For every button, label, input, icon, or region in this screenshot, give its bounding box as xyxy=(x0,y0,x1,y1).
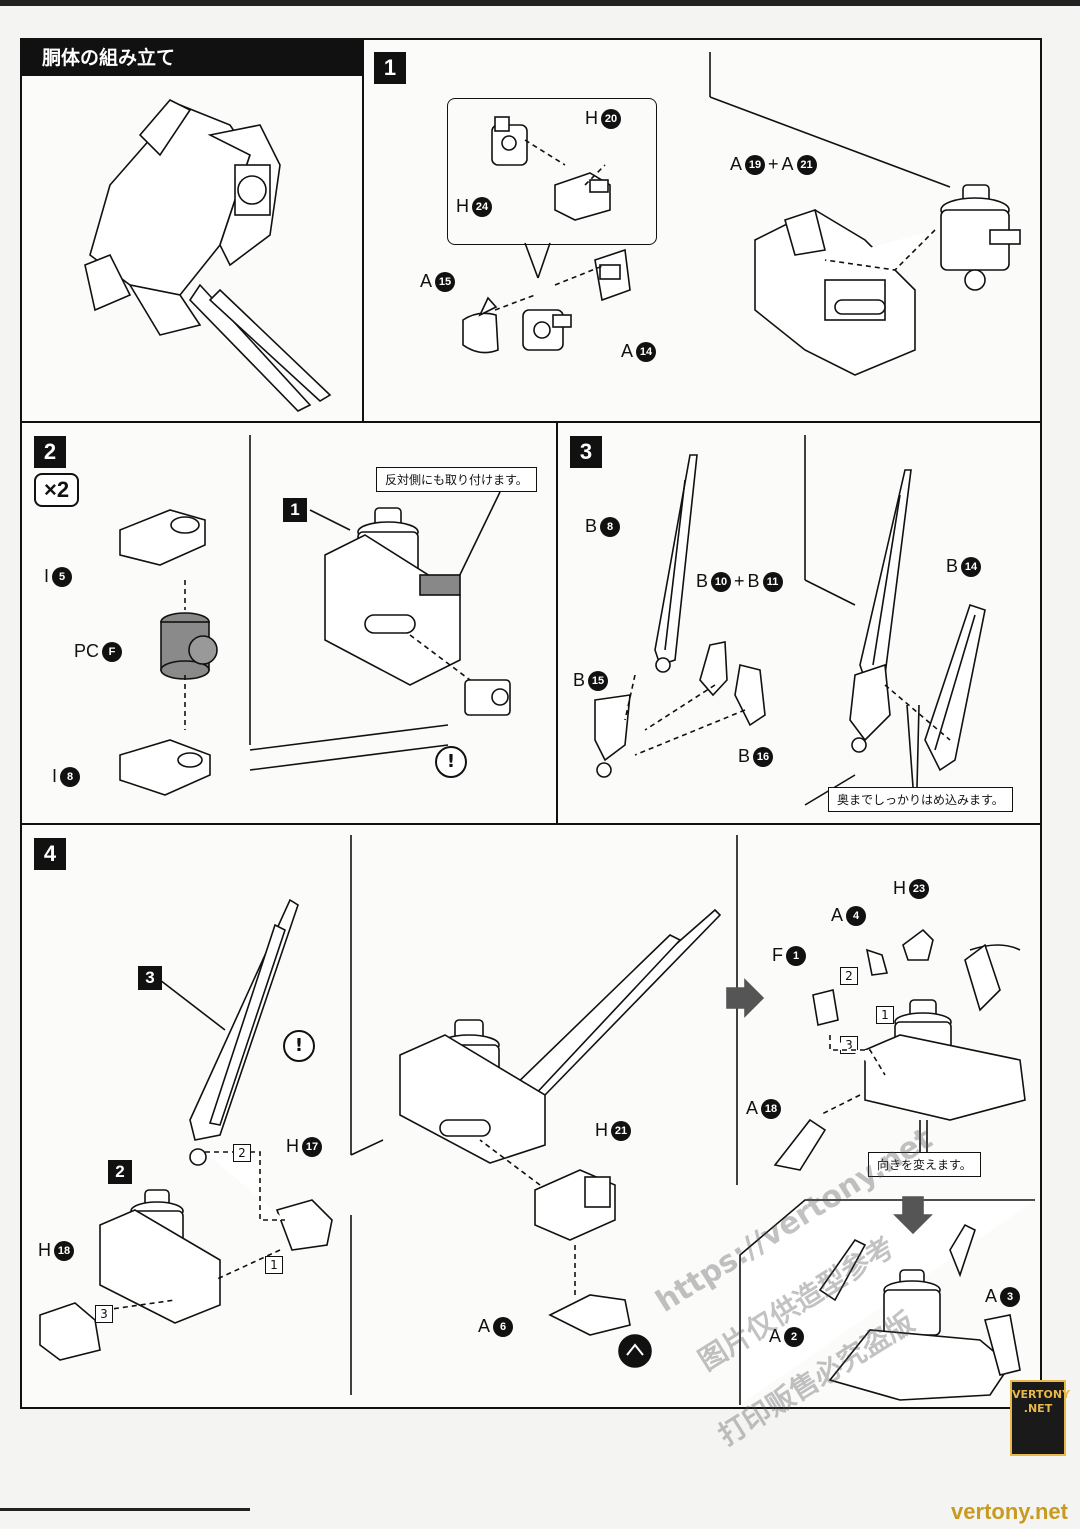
part-h20-icon xyxy=(554,172,611,221)
step1-panel xyxy=(362,38,1042,423)
note-push-fully: 奥までしっかりはめ込みます。 xyxy=(828,787,1013,812)
part-b15-icon xyxy=(594,694,631,778)
step4-dividers-right xyxy=(736,835,738,1185)
step1-assembly-arrows xyxy=(494,264,606,311)
final-assembly-illustration xyxy=(818,1223,1021,1401)
bottom-rule xyxy=(0,1508,250,1511)
part-h23-icon xyxy=(902,928,934,961)
part-a4-icon xyxy=(865,948,889,976)
step4-blade-illustration xyxy=(159,898,299,1166)
step1-inset-arrows xyxy=(524,139,606,186)
order-3: 3 xyxy=(95,1305,113,1323)
caution-icon: ! xyxy=(435,746,467,778)
step1-panel-divider xyxy=(709,52,951,188)
step2-arrows xyxy=(184,580,186,730)
step2-joint-insert xyxy=(409,634,511,716)
step4-right-arrows xyxy=(819,1035,886,1116)
order-2-right: 2 xyxy=(840,967,858,985)
part-h24-icon xyxy=(491,116,528,166)
ref-step3-blade: 3 xyxy=(138,966,162,990)
watermark-footer: vertony.net xyxy=(951,1499,1068,1524)
part-a15-icon xyxy=(462,296,499,354)
step4-right-assembly xyxy=(864,943,1026,1121)
step3-panel xyxy=(556,421,1042,825)
part-i8-icon xyxy=(119,739,211,796)
step4-body-illustration xyxy=(99,1189,221,1324)
next-arrow-down xyxy=(893,1196,933,1235)
step4-order-arrows xyxy=(104,1151,285,1311)
part-b10-b11-icon xyxy=(699,641,728,697)
note-change-direction-leader xyxy=(919,1120,928,1153)
part-b14-icon xyxy=(924,603,986,772)
order-1-right: 1 xyxy=(876,1006,894,1024)
step1-inset-pointer xyxy=(524,242,551,279)
step3-arrows xyxy=(624,674,746,756)
step1-frame-arrow xyxy=(824,229,936,271)
ref-step1-assembly: 1 xyxy=(283,498,307,522)
note-push-fully-leader xyxy=(906,704,920,788)
torso-overview-illustration xyxy=(84,99,332,412)
section-title: 胴体の組み立て xyxy=(22,40,362,76)
step1-joint-assembly-illustration xyxy=(940,184,1021,291)
step2-divider xyxy=(249,435,449,771)
part-a18-icon xyxy=(773,1118,827,1171)
part-b8-blade xyxy=(654,454,698,673)
step4-combined-illustration xyxy=(399,908,722,1164)
part-h17-icon xyxy=(275,1199,333,1251)
step4-h21-arrow xyxy=(479,1139,541,1186)
next-arrow-right xyxy=(726,978,765,1018)
step2-number: 2 xyxy=(34,436,66,468)
part-pc-f-icon xyxy=(160,612,218,680)
step3-number: 3 xyxy=(570,436,602,468)
part-joint-icon xyxy=(522,309,572,351)
step3-blade-assembly xyxy=(849,469,912,753)
step4-dividers xyxy=(350,835,384,1395)
note-change-direction: 向きを変えます。 xyxy=(868,1152,981,1177)
watermark-badge: VERTONY .NET xyxy=(1010,1380,1070,1456)
step1-inset-box xyxy=(447,98,657,245)
part-i5-icon xyxy=(119,509,206,566)
step1-number: 1 xyxy=(374,52,406,84)
top-rule xyxy=(0,0,1080,6)
part-a14-icon xyxy=(594,248,631,302)
caution-icon-step4: ! xyxy=(283,1030,315,1062)
order-1: 1 xyxy=(265,1256,283,1274)
part-h18-icon xyxy=(39,1302,101,1361)
part-h21-icon xyxy=(534,1169,616,1241)
rotate-icon xyxy=(618,1334,652,1368)
ref-step2-assembly: 2 xyxy=(108,1160,132,1184)
part-b16-icon xyxy=(734,664,766,727)
part-a6-icon xyxy=(548,1294,631,1336)
step4-number: 4 xyxy=(34,838,66,870)
step4-a6-arrow xyxy=(574,1245,576,1295)
quantity-badge: ×2 xyxy=(34,473,80,507)
order-2: 2 xyxy=(233,1144,251,1162)
note-attach-opposite: 反対側にも取り付けます。 xyxy=(376,467,537,492)
part-f1-icon xyxy=(812,989,839,1026)
